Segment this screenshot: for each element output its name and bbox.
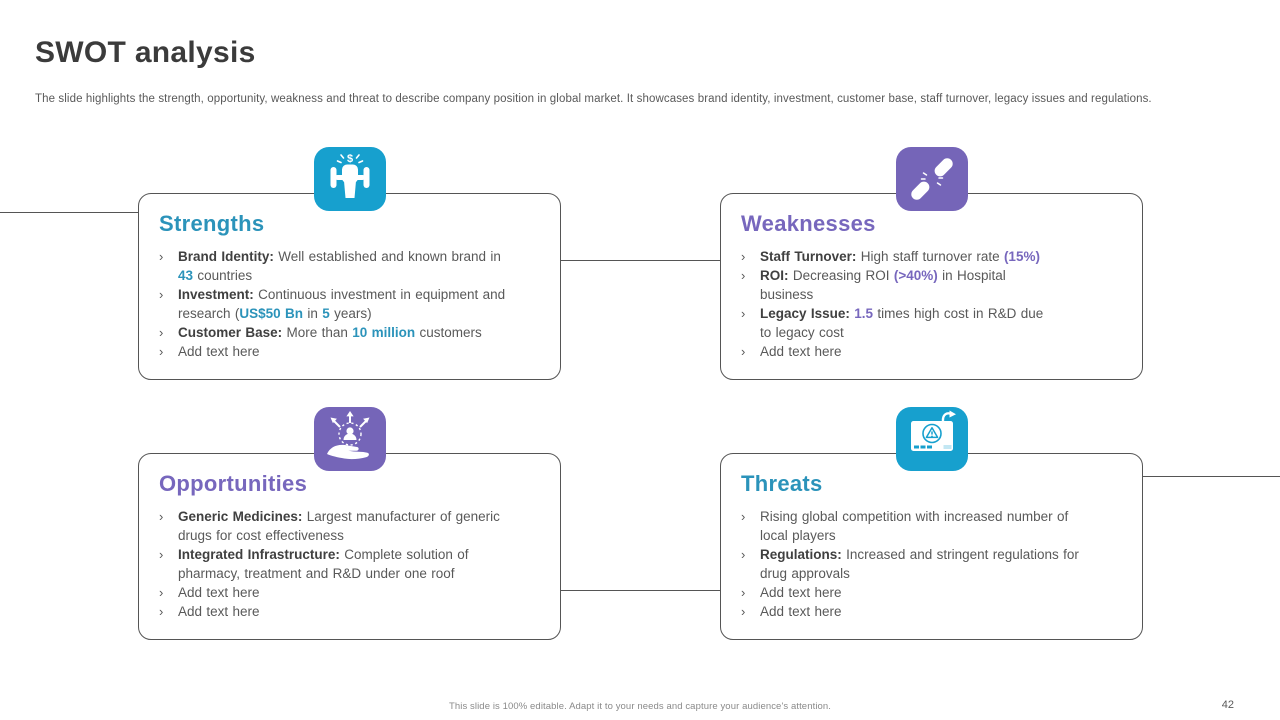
- bullet-marker-icon: ›: [741, 509, 746, 524]
- bullet-text: Add text here: [178, 604, 260, 619]
- bullet-marker-icon: ›: [741, 604, 746, 619]
- bullet-text: Add text here: [178, 344, 260, 359]
- broken-capsule-icon: [911, 158, 953, 200]
- bullet-marker-icon: ›: [741, 306, 746, 321]
- bullet-marker-icon: ›: [159, 509, 164, 524]
- hand-growth-icon: [327, 411, 370, 460]
- bullet-list-weaknesses: › Staff Turnover: High staff turnover rat…: [741, 247, 1126, 361]
- bullet-text: Add text here: [760, 604, 842, 619]
- page-number: 42: [1221, 699, 1234, 711]
- bullet-text: Generic Medicines: Largest manufacturer …: [178, 509, 500, 543]
- quadrant-card-weaknesses: Weaknesses › Staff Turnover: High staff t…: [720, 147, 1143, 380]
- bomb-card-icon: [911, 410, 956, 451]
- connector-line-top-middle: [560, 260, 722, 261]
- placeholder-bullet[interactable]: › Add text here: [741, 583, 1126, 602]
- quadrant-heading-opportunities: Opportunities: [159, 471, 308, 496]
- bullet-item: › Rising global competition with increase…: [741, 507, 1126, 545]
- bullet-marker-icon: ›: [159, 325, 164, 340]
- strengths-icon-badge: $: [314, 147, 386, 211]
- bullet-text: Rising global competition with increased…: [760, 509, 1069, 543]
- bullet-text: Add text here: [760, 585, 842, 600]
- weaknesses-icon-badge: [896, 147, 968, 211]
- quadrant-card-opportunities: Opportunities › Generic Medicines: Larges…: [138, 407, 561, 640]
- bullet-marker-icon: ›: [159, 547, 164, 562]
- bullet-marker-icon: ›: [741, 344, 746, 359]
- bullet-item: › Regulations: Increased and stringent re…: [741, 545, 1126, 583]
- bullet-text: Investment: Continuous investment in equ…: [178, 287, 506, 321]
- footer-note: This slide is 100% editable. Adapt it to…: [448, 701, 832, 712]
- bullet-marker-icon: ›: [159, 344, 164, 359]
- opportunities-icon-badge: [314, 407, 386, 471]
- placeholder-bullet[interactable]: › Add text here: [159, 602, 544, 621]
- bullet-text: Add text here: [178, 585, 260, 600]
- placeholder-bullet[interactable]: › Add text here: [159, 342, 544, 361]
- bullet-list-opportunities: › Generic Medicines: Largest manufacturer…: [159, 507, 544, 621]
- page-title: SWOT analysis: [35, 36, 256, 69]
- threats-icon-badge: [896, 407, 968, 471]
- bullet-marker-icon: ›: [159, 585, 164, 600]
- bullet-item: › Brand Identity: Well established and kn…: [159, 247, 544, 285]
- bullet-list-threats: › Rising global competition with increase…: [741, 507, 1126, 621]
- bullet-marker-icon: ›: [159, 287, 164, 302]
- bullet-marker-icon: ›: [159, 249, 164, 264]
- bullet-text: Add text here: [760, 344, 842, 359]
- connector-line-right: [1142, 476, 1280, 477]
- bullet-text: Regulations: Increased and stringent reg…: [760, 547, 1079, 581]
- bullet-item: › Integrated Infrastructure: Complete sol…: [159, 545, 544, 583]
- bullet-item: › Customer Base: More than 10 million cus…: [159, 323, 544, 342]
- bullet-marker-icon: ›: [741, 249, 746, 264]
- bullet-item: › Legacy Issue: 1.5 times high cost in R&…: [741, 304, 1126, 342]
- placeholder-bullet[interactable]: › Add text here: [741, 602, 1126, 621]
- quadrant-heading-threats: Threats: [741, 471, 823, 496]
- bullet-list-strengths: › Brand Identity: Well established and kn…: [159, 247, 544, 361]
- bullet-marker-icon: ›: [159, 604, 164, 619]
- bullet-item: › Generic Medicines: Largest manufacturer…: [159, 507, 544, 545]
- fist-dumbbell-icon: $: [330, 153, 370, 198]
- quadrant-heading-strengths: Strengths: [159, 211, 265, 236]
- connector-line-left: [0, 212, 139, 213]
- bullet-text: Legacy Issue: 1.5 times high cost in R&D…: [760, 306, 1044, 340]
- quadrant-heading-weaknesses: Weaknesses: [741, 211, 876, 236]
- placeholder-bullet[interactable]: › Add text here: [159, 583, 544, 602]
- placeholder-bullet[interactable]: › Add text here: [741, 342, 1126, 361]
- bullet-item: › Staff Turnover: High staff turnover rat…: [741, 247, 1126, 266]
- bullet-marker-icon: ›: [741, 547, 746, 562]
- svg-text:$: $: [347, 153, 353, 165]
- quadrant-card-strengths: $ Strengths › Brand Identity: Well establ…: [138, 147, 561, 380]
- bullet-text: Customer Base: More than 10 million cust…: [178, 325, 482, 340]
- bullet-text: Staff Turnover: High staff turnover rate…: [760, 249, 1040, 264]
- quadrant-card-threats: Threats › Rising global competition with …: [720, 407, 1143, 640]
- bullet-marker-icon: ›: [741, 585, 746, 600]
- bullet-text: Integrated Infrastructure: Complete solu…: [178, 547, 469, 581]
- bullet-text: Brand Identity: Well established and kno…: [178, 249, 501, 283]
- bullet-marker-icon: ›: [741, 268, 746, 283]
- slide-subtitle: The slide highlights the strength, oppor…: [35, 93, 1152, 105]
- connector-line-bottom-middle: [560, 590, 722, 591]
- bullet-item: › Investment: Continuous investment in eq…: [159, 285, 544, 323]
